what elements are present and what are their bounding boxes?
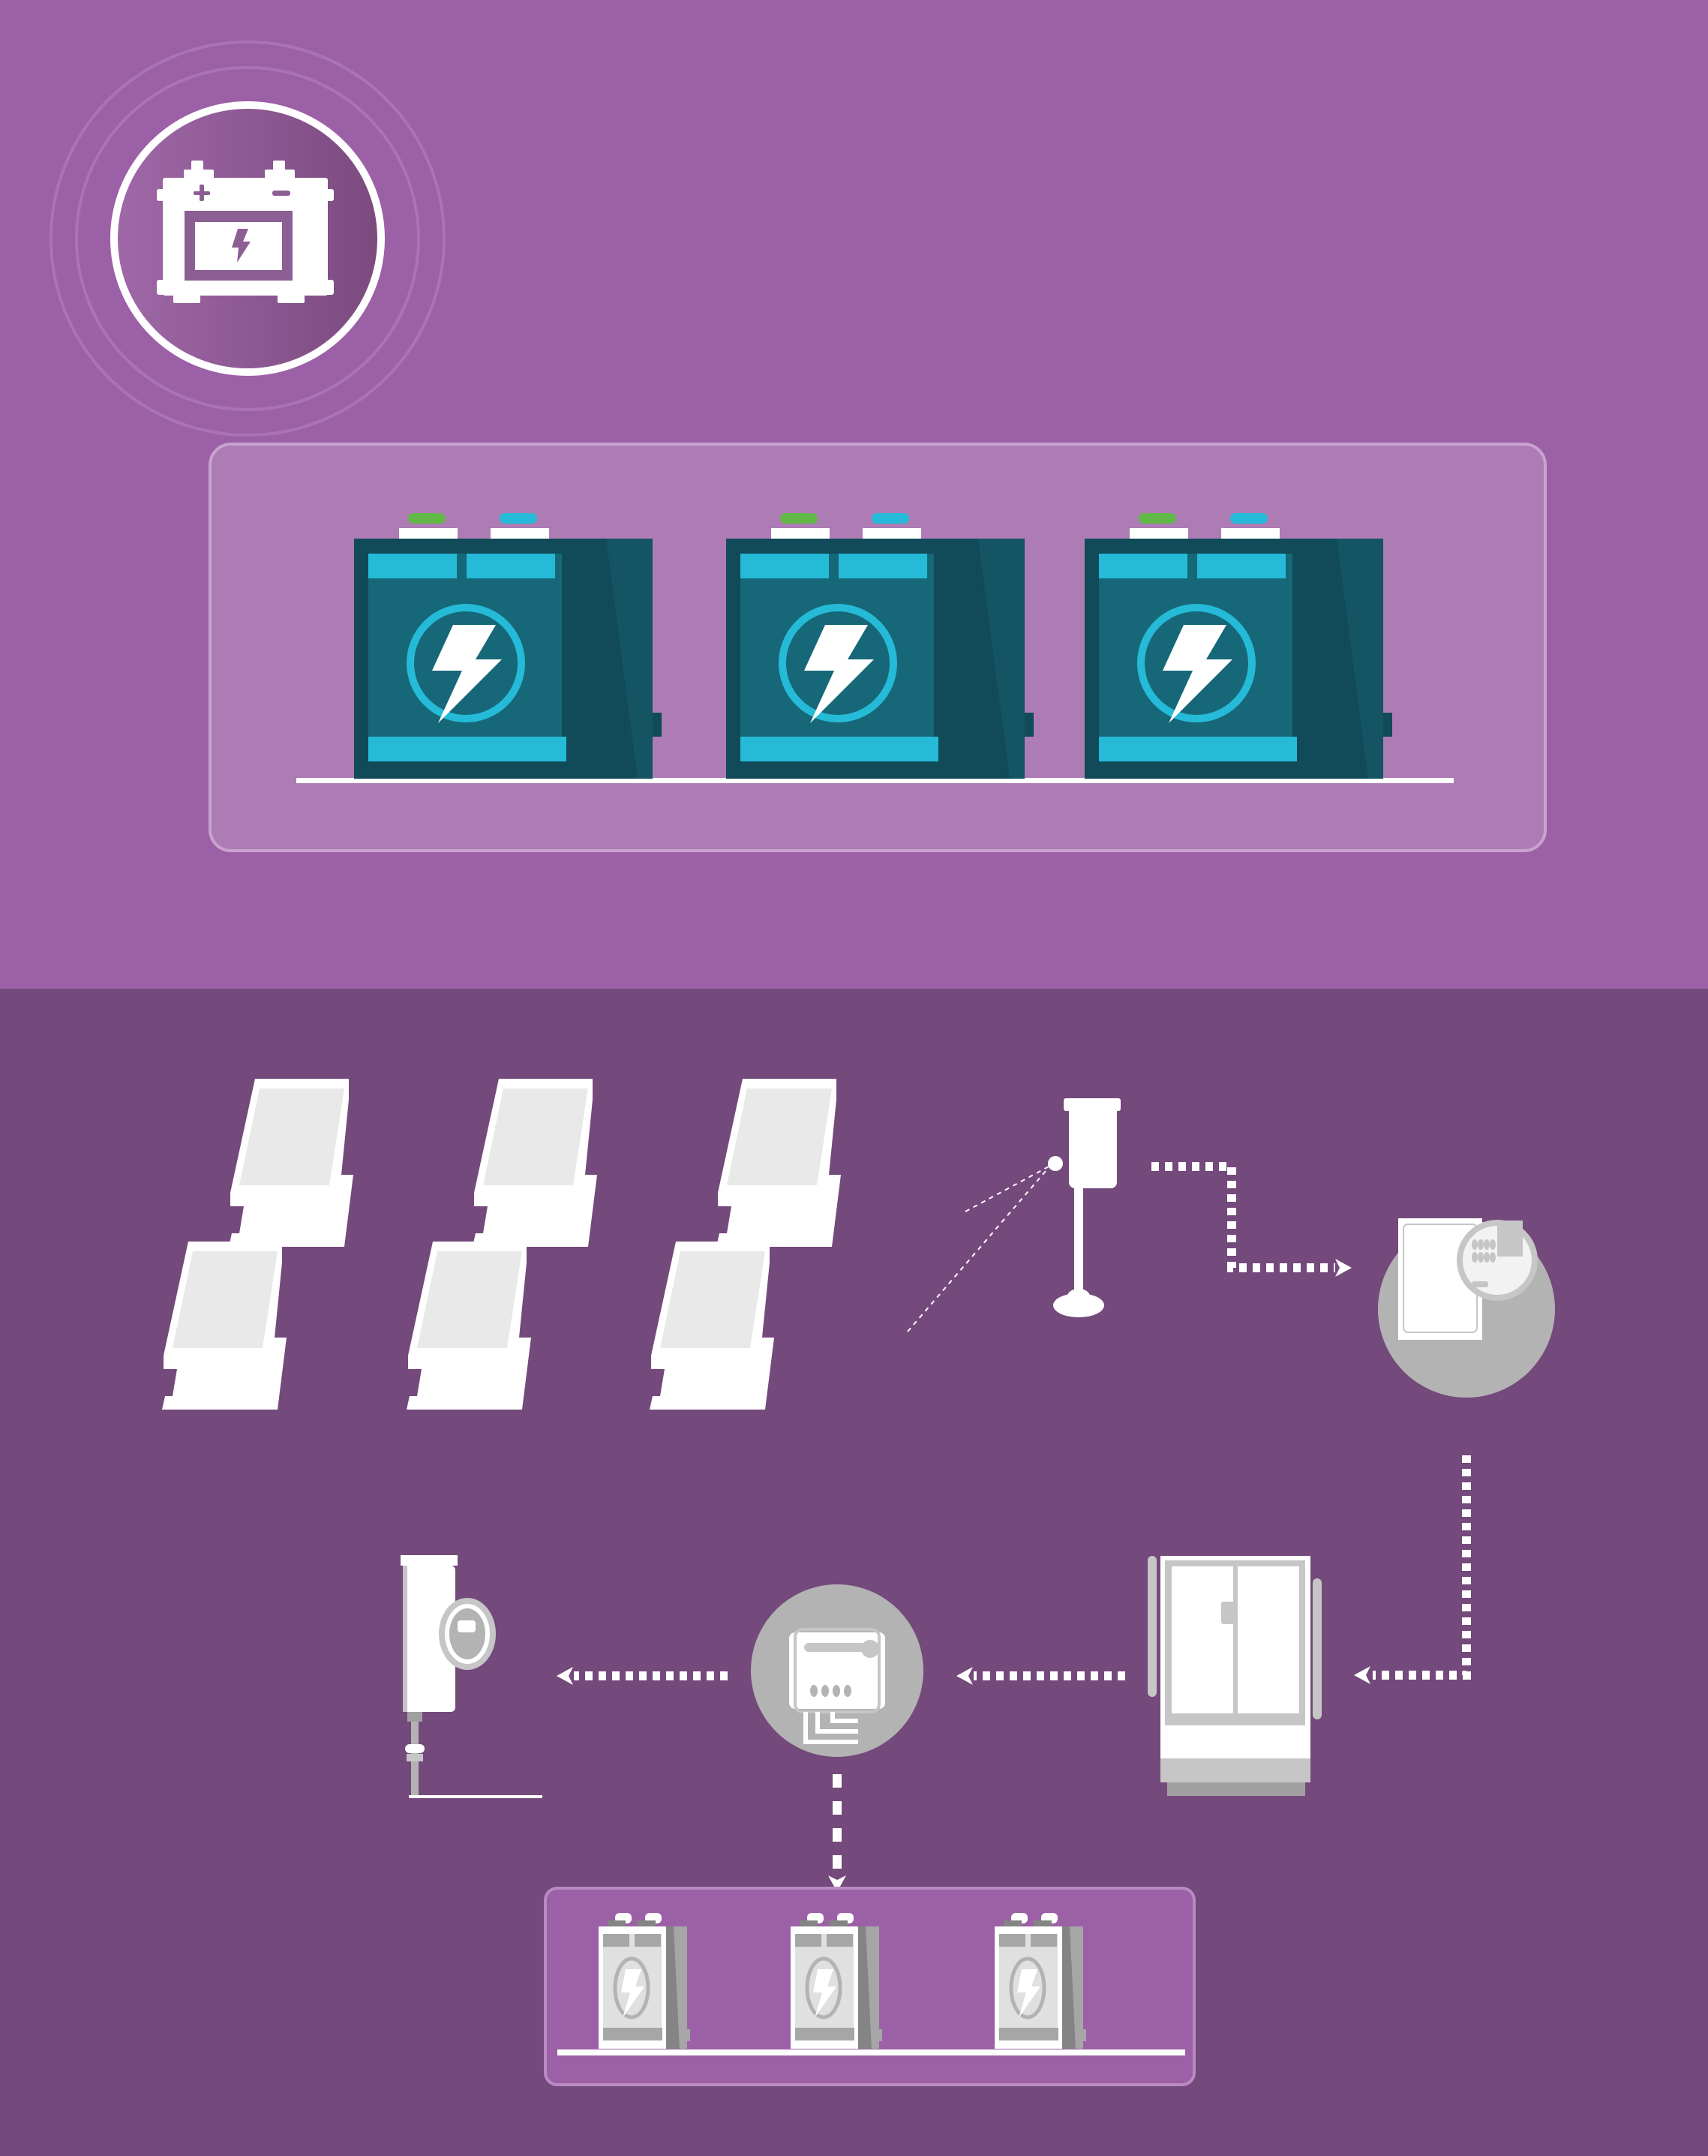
battery-icon — [791, 1913, 882, 2049]
arrow-head — [1335, 1259, 1352, 1277]
solar-panel-icon — [229, 1079, 353, 1247]
arrow-head — [956, 1667, 973, 1685]
battery-bank-icon — [544, 1887, 1196, 2086]
wiring-lines — [907, 1165, 1051, 1332]
distribution-cabinet-icon — [1148, 1556, 1322, 1796]
arrow-head — [557, 1667, 573, 1685]
solar-panel-icon — [162, 1242, 287, 1410]
battery-shelf-panel — [209, 443, 1547, 852]
solar-panel-icon — [473, 1079, 597, 1247]
battery-icon — [157, 161, 334, 303]
solar-panel-icon — [650, 1242, 774, 1410]
electric-meter-icon — [401, 1555, 542, 1798]
charge-controller-icon — [751, 1584, 923, 1757]
flow-arrow — [1373, 1455, 1471, 1680]
flow-arrow — [1151, 1162, 1335, 1272]
arrow-head — [1354, 1666, 1370, 1684]
battery-icon — [1085, 513, 1392, 779]
combiner-box-icon — [1048, 1098, 1121, 1317]
solar-panel-icon — [716, 1079, 841, 1247]
solar-panel-icon — [407, 1242, 531, 1410]
inverter-icon — [1378, 1218, 1555, 1398]
battery-icon — [354, 513, 662, 779]
header-battery-badge — [50, 41, 446, 437]
battery-icon — [726, 513, 1034, 779]
battery-icon — [995, 1913, 1086, 2049]
solar-array — [162, 1079, 841, 1410]
battery-icon — [599, 1913, 690, 2049]
